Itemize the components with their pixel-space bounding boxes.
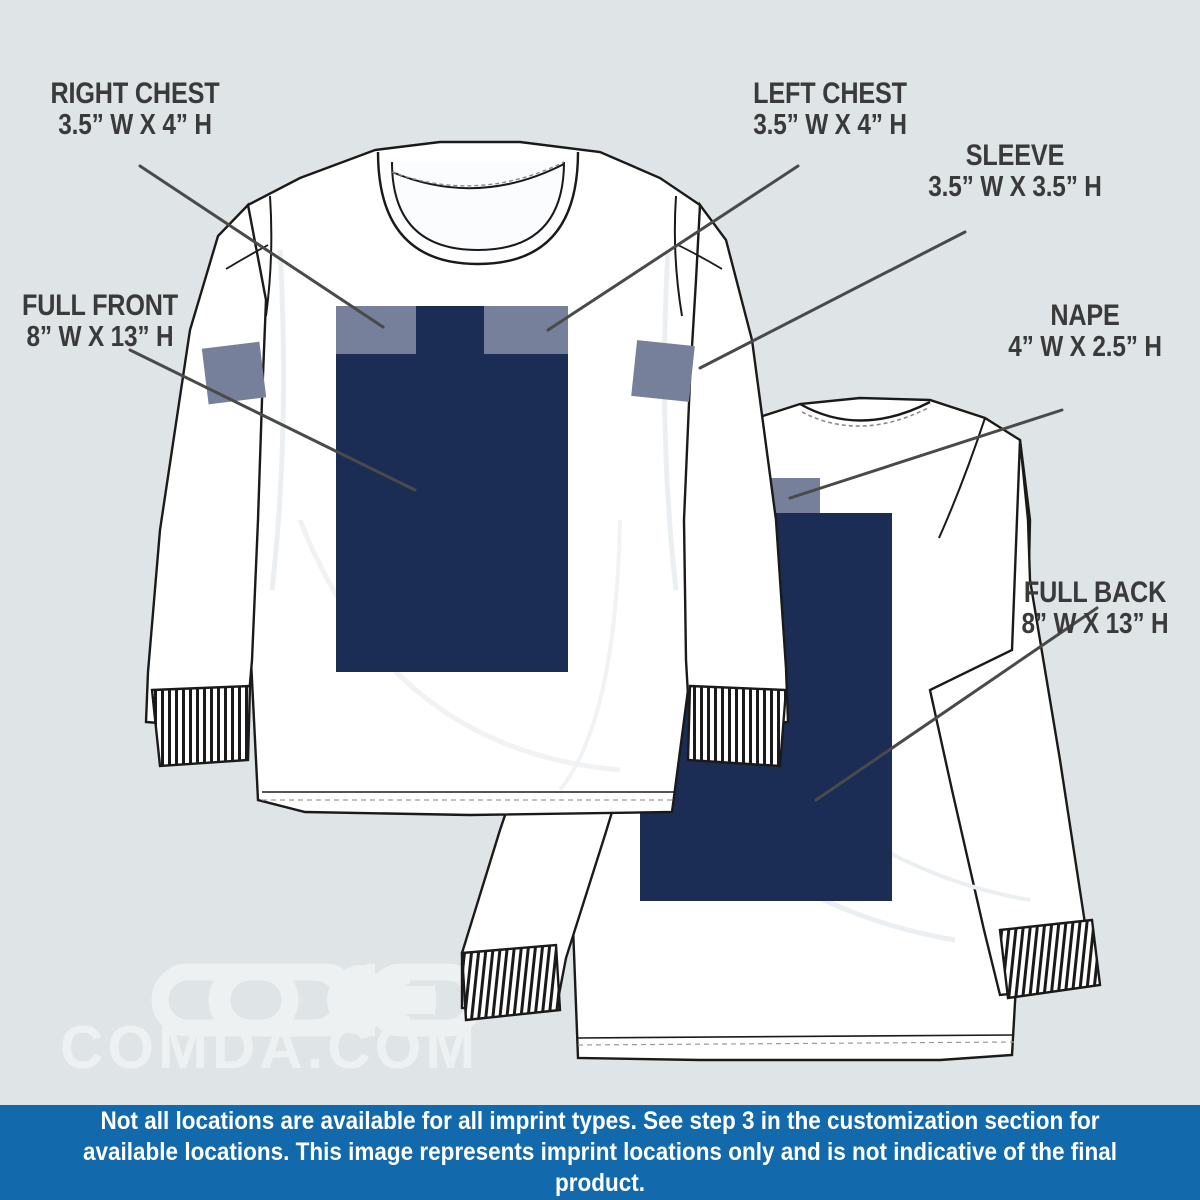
leader-full-back	[814, 606, 1099, 802]
label-size: 3.5” W X 3.5” H	[928, 170, 1102, 203]
label-title: SLEEVE	[965, 139, 1065, 172]
label-sleeve: SLEEVE 3.5” W X 3.5” H	[881, 140, 1150, 203]
long-sleeve-shirt-back	[460, 396, 1102, 1062]
leader-sleeve	[698, 230, 967, 370]
leader-lines	[128, 164, 1099, 802]
leader-full-front	[128, 348, 417, 492]
label-size: 8” W X 13” H	[26, 320, 174, 353]
right-sleeve-imprint	[201, 341, 267, 405]
right-chest-imprint	[336, 306, 416, 354]
full-front-imprint	[336, 306, 568, 672]
cuff-ribbing	[998, 918, 1102, 1000]
label-title: RIGHT CHEST	[50, 77, 220, 110]
leader-right-chest	[138, 164, 385, 329]
label-left-chest: LEFT CHEST 3.5” W X 4” H	[696, 78, 965, 141]
leader-left-chest	[546, 164, 800, 332]
cuff-ribbing	[460, 943, 562, 1022]
label-title: LEFT CHEST	[753, 77, 907, 110]
label-nape: NAPE 4” W X 2.5” H	[980, 300, 1190, 363]
long-sleeve-shirt-front	[144, 140, 790, 817]
label-full-back: FULL BACK 8” W X 13” H	[994, 577, 1196, 640]
label-title: FULL FRONT	[21, 289, 179, 322]
disclaimer-text: Not all locations are available for all …	[83, 1107, 1117, 1197]
disclaimer-banner: Not all locations are available for all …	[0, 1105, 1200, 1200]
label-size: 3.5” W X 4” H	[58, 108, 212, 141]
comda-watermark: COMDA.COM	[60, 963, 484, 1081]
watermark-brand-text: COMDA.COM	[60, 1014, 479, 1081]
label-title: NAPE	[1050, 299, 1120, 332]
cuff-ribbing	[150, 684, 252, 768]
left-sleeve-imprint	[631, 340, 695, 402]
label-full-front: FULL FRONT 8” W X 13” H	[8, 290, 193, 353]
cuff-ribbing	[686, 684, 788, 768]
label-size: 3.5” W X 4” H	[753, 108, 907, 141]
label-title: FULL BACK	[1023, 576, 1167, 609]
label-size: 4” W X 2.5” H	[1008, 330, 1162, 363]
label-size: 8” W X 13” H	[1021, 607, 1169, 640]
leader-nape	[788, 408, 1064, 500]
label-right-chest: RIGHT CHEST 3.5” W X 4” H	[22, 78, 249, 141]
left-chest-imprint	[484, 306, 568, 354]
